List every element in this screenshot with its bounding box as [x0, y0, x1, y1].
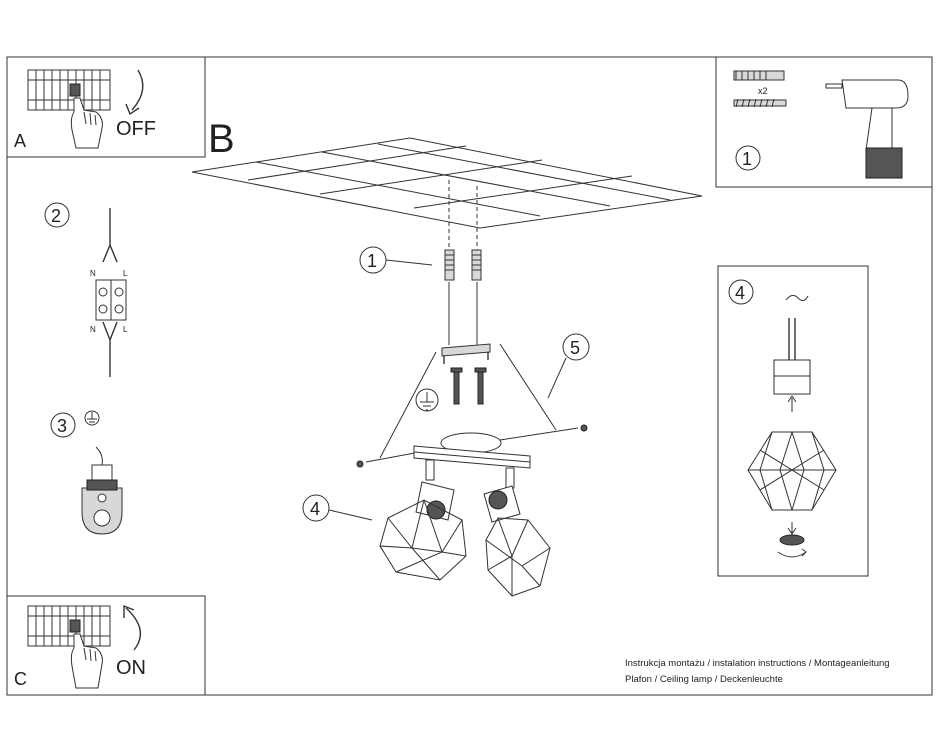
step-1-callout-number: 1 — [367, 251, 377, 271]
canopy-outline — [379, 343, 557, 459]
bracket-screw-right — [474, 367, 487, 405]
lamp-ring — [779, 534, 805, 546]
step-2-wiring: 2 N L N L — [44, 202, 128, 377]
page-frame — [6, 56, 933, 696]
step-5-number: 5 — [570, 338, 580, 358]
screw-icon — [733, 98, 787, 108]
spot-left — [379, 481, 467, 581]
step-3-marker — [50, 412, 76, 438]
step-3-number: 3 — [57, 416, 67, 436]
mounting-bracket — [441, 343, 491, 357]
ceiling-plane — [191, 137, 703, 229]
wall-plug-icon — [733, 70, 785, 81]
earth-symbol-icon — [84, 410, 100, 426]
step-1-number: 1 — [742, 149, 752, 169]
bracket-screw-left — [450, 367, 463, 405]
spot-right — [483, 485, 551, 597]
step-5-marker — [562, 333, 590, 361]
step-4-detail-marker — [728, 279, 754, 305]
live-top-label: L — [123, 269, 128, 278]
footer-product: Plafon / Ceiling lamp / Deckenleuchte — [625, 674, 783, 685]
power-off-label: OFF — [116, 118, 156, 140]
live-bottom-label: L — [123, 325, 128, 334]
neutral-bottom-label: N — [90, 325, 96, 334]
panel-c-power-on: C ON — [6, 595, 206, 696]
arrow-down-icon — [125, 69, 144, 116]
step-2-marker — [44, 202, 70, 228]
side-screw-right — [580, 424, 588, 432]
panel-b-assembly: B 1 5 — [191, 117, 703, 597]
neutral-top-label: N — [90, 269, 96, 278]
footer-instructions: Instrukcja montażu / instalation instruc… — [625, 658, 890, 669]
panel-b-letter: B — [208, 117, 235, 161]
wall-plug-right — [471, 249, 482, 281]
side-screw-left — [356, 460, 364, 468]
step-4-shade-detail: 4 — [717, 265, 869, 577]
hand-icon — [70, 97, 103, 149]
step-1-tools: x2 1 — [715, 56, 933, 188]
hand-icon — [70, 633, 103, 689]
lamp-socket — [773, 359, 811, 395]
earth-symbol-icon — [415, 388, 439, 412]
cage-shade — [747, 431, 837, 511]
panel-a-power-off: A OFF — [6, 56, 206, 158]
step-1-marker — [735, 145, 761, 171]
fuse-box-icon — [27, 605, 111, 647]
panel-c-letter: C — [14, 669, 27, 689]
step-4-number: 4 — [310, 499, 320, 519]
step-4-marker — [302, 494, 330, 522]
power-on-label: ON — [116, 657, 146, 679]
arrow-up-icon — [123, 604, 142, 651]
step-4-detail-number: 4 — [735, 283, 745, 303]
wall-plug-left — [444, 249, 455, 281]
panel-a-letter: A — [14, 131, 26, 151]
screw-quantity: x2 — [758, 86, 768, 96]
drill-icon — [825, 79, 909, 179]
fuse-box-icon — [27, 69, 111, 111]
step-2-number: 2 — [51, 206, 61, 226]
step-3-earth: 3 — [50, 410, 123, 535]
